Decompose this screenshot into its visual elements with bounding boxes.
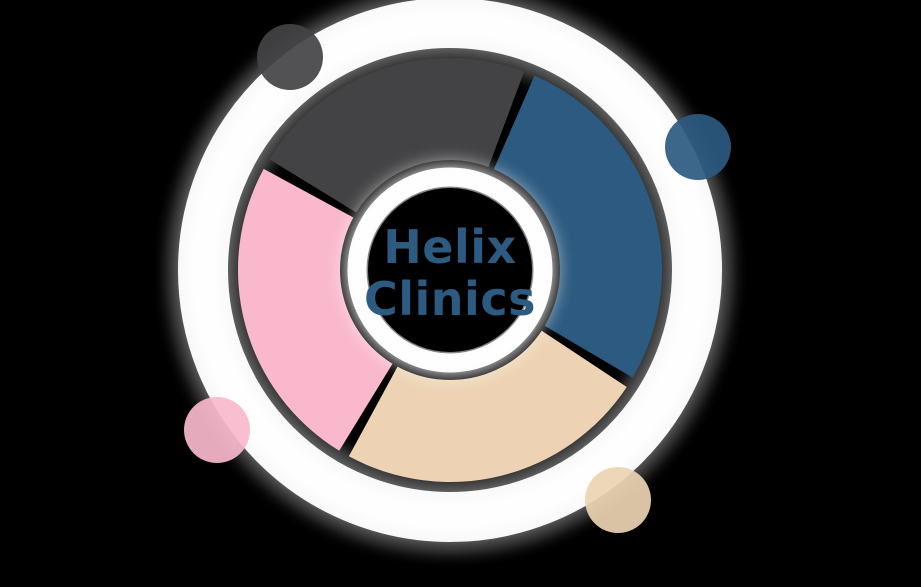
donut-slice-1[interactable] bbox=[493, 75, 662, 378]
dot-pink bbox=[184, 397, 250, 463]
dot-blue bbox=[665, 114, 731, 180]
mid-halo bbox=[231, 51, 669, 489]
donut-slice-4[interactable] bbox=[269, 57, 525, 213]
core-disc bbox=[368, 188, 532, 352]
donut-slice-2[interactable] bbox=[348, 330, 627, 482]
donut-slice-3[interactable] bbox=[237, 168, 393, 451]
donut-segments bbox=[237, 57, 662, 482]
outer-glow-ring bbox=[172, 0, 728, 548]
brand-name-line-1: Helix bbox=[383, 220, 516, 274]
inner-glow-ring bbox=[344, 164, 556, 376]
brand-name-line-2: Clinics bbox=[364, 272, 536, 326]
dot-beige bbox=[585, 467, 651, 533]
accent-dots bbox=[184, 24, 731, 533]
dot-dark bbox=[257, 24, 323, 90]
